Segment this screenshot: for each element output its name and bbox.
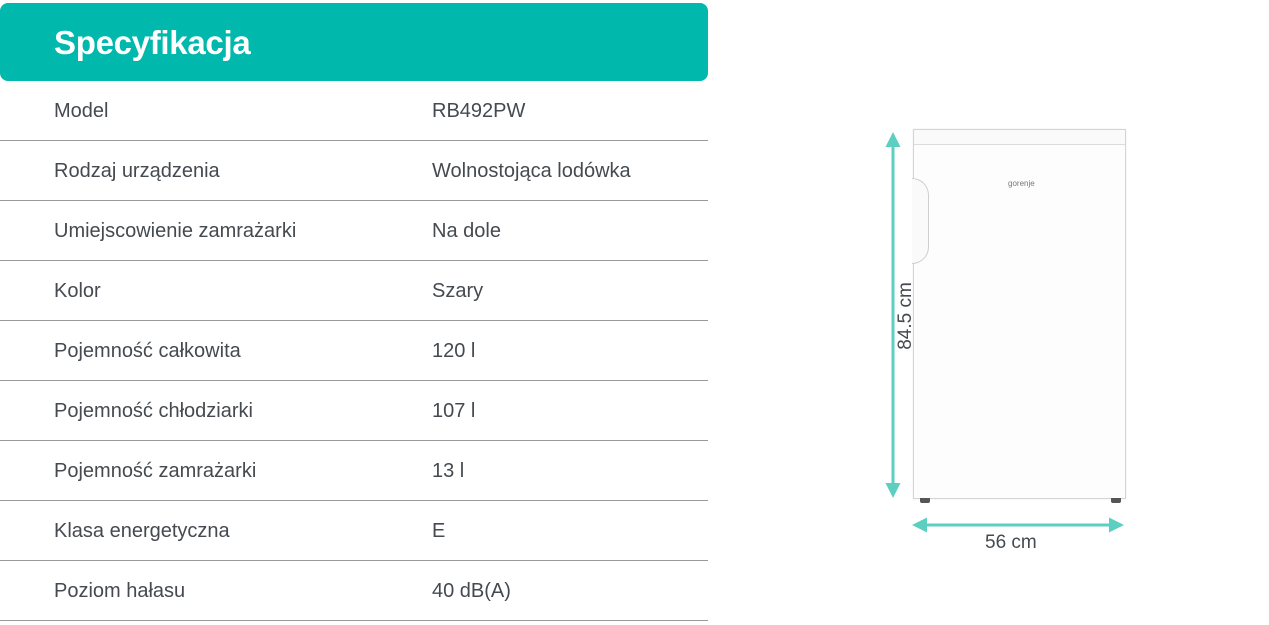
table-row: Pojemność całkowita 120 l bbox=[0, 321, 708, 381]
spec-label: Kolor bbox=[54, 280, 101, 302]
spec-label: Poziom hałasu bbox=[54, 580, 186, 602]
spec-table: Model RB492PW Rodzaj urządzenia Wolnosto… bbox=[0, 81, 708, 621]
spec-value: Szary bbox=[432, 280, 484, 302]
table-row: Model RB492PW bbox=[0, 81, 708, 141]
fridge-foot bbox=[920, 498, 930, 503]
table-row: Poziom hałasu 40 dB(A) bbox=[0, 561, 708, 621]
table-row: Pojemność chłodziarki 107 l bbox=[0, 381, 708, 441]
dimension-arrows bbox=[885, 132, 1124, 533]
spec-value: RB492PW bbox=[432, 100, 526, 122]
spec-label: Pojemność zamrażarki bbox=[54, 460, 257, 482]
fridge-foot bbox=[1111, 498, 1121, 503]
table-row: Umiejscowienie zamrażarki Na dole bbox=[0, 201, 708, 261]
spec-label: Model bbox=[54, 100, 109, 122]
spec-label: Pojemność całkowita bbox=[54, 340, 241, 362]
product-dimension-figure: gorenje 84.5 cm 56 cm bbox=[850, 120, 1150, 570]
table-row: Klasa energetyczna E bbox=[0, 501, 708, 561]
brand-logo: gorenje bbox=[1008, 179, 1035, 188]
spec-label: Klasa energetyczna bbox=[54, 520, 230, 542]
spec-value: 120 l bbox=[432, 340, 476, 362]
fridge-image: gorenje bbox=[912, 129, 1126, 503]
spec-value: Wolnostojąca lodówka bbox=[432, 160, 631, 182]
height-label: 84.5 cm bbox=[894, 282, 916, 350]
width-label: 56 cm bbox=[985, 532, 1037, 553]
spec-value: 40 dB(A) bbox=[432, 580, 511, 602]
spec-label: Umiejscowienie zamrażarki bbox=[54, 220, 297, 242]
spec-value: E bbox=[432, 520, 446, 542]
page-title: Specyfikacja bbox=[54, 24, 251, 61]
spec-value: 107 l bbox=[432, 400, 476, 422]
spec-header: Specyfikacja bbox=[0, 3, 708, 81]
spec-value: 13 l bbox=[432, 460, 465, 482]
spec-value: Na dole bbox=[432, 220, 501, 242]
fridge-handle bbox=[912, 178, 929, 264]
table-row: Kolor Szary bbox=[0, 261, 708, 321]
spec-label: Rodzaj urządzenia bbox=[54, 160, 220, 182]
fridge-top-panel bbox=[914, 130, 1125, 145]
table-row: Rodzaj urządzenia Wolnostojąca lodówka bbox=[0, 141, 708, 201]
spec-label: Pojemność chłodziarki bbox=[54, 400, 253, 422]
table-row: Pojemność zamrażarki 13 l bbox=[0, 441, 708, 501]
